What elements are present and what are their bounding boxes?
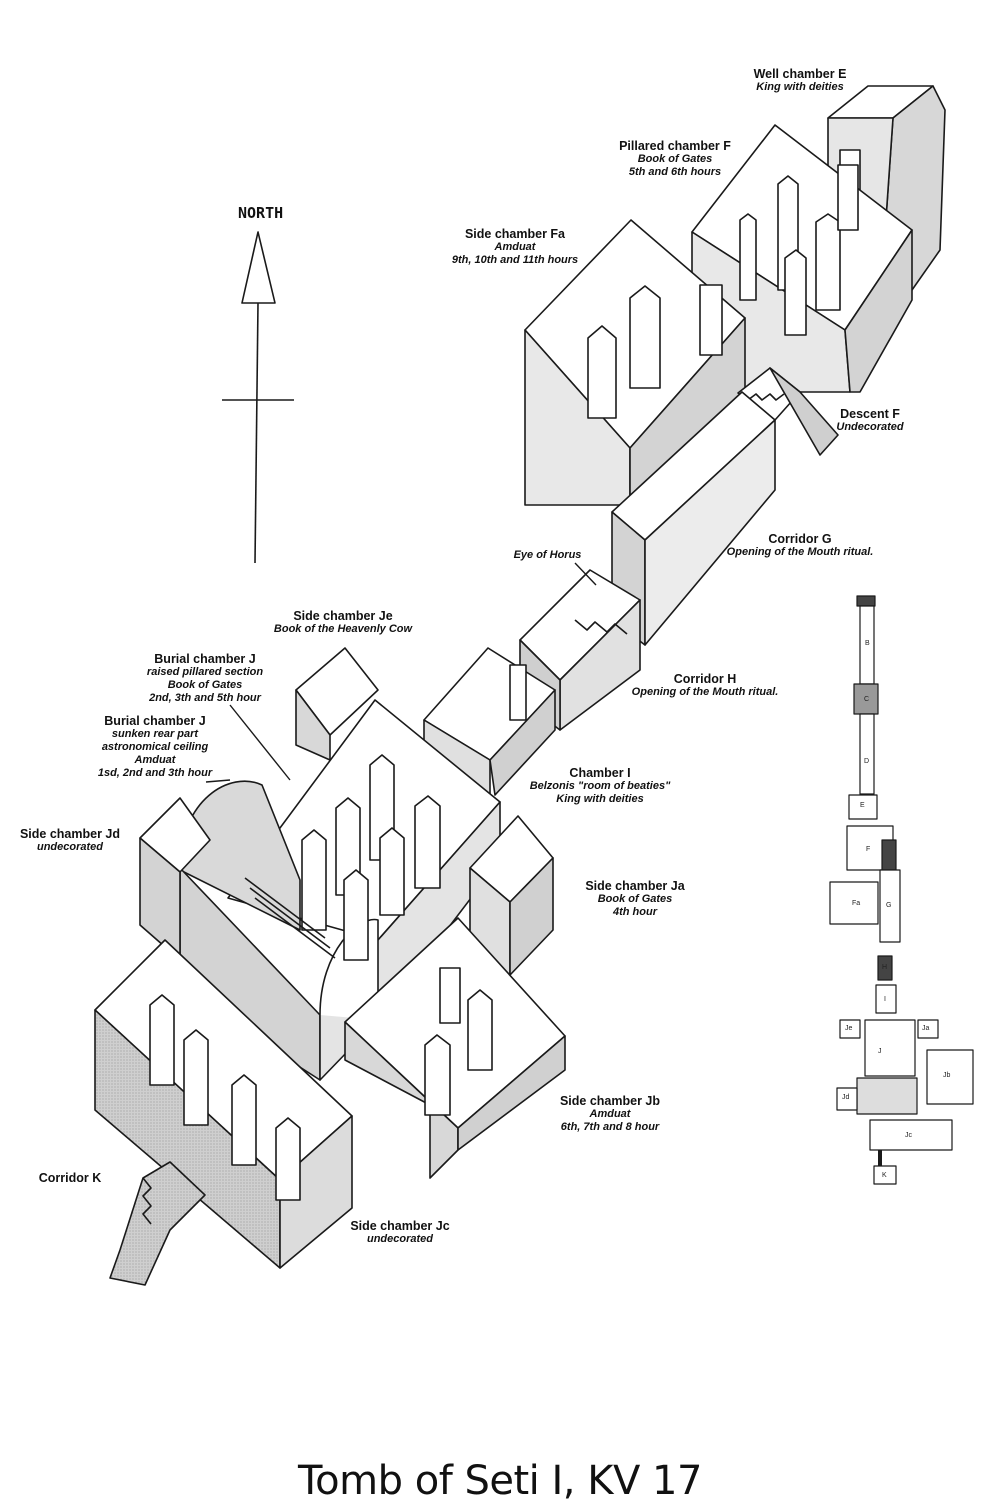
label-line: 5th and 6th hours <box>628 166 722 178</box>
plan-label-ja: Ja <box>922 1025 930 1032</box>
label-line: Book of the Heavenly Cow <box>273 623 413 635</box>
side-chamber-fa-block <box>524 219 746 506</box>
label-line: Amduat <box>494 241 536 253</box>
corridor-k-block <box>109 1161 206 1286</box>
plan-label-je: Je <box>845 1025 853 1032</box>
label-line: undecorated <box>36 841 103 853</box>
label-title: Burial chamber J <box>104 714 206 728</box>
burial-chamber-j-block <box>179 699 501 1081</box>
plan-label-k: K <box>882 1172 887 1179</box>
label-line: 4th hour <box>613 906 657 918</box>
label-line: sunken rear part <box>111 728 199 740</box>
label-title: Side chamber Jc <box>350 1219 450 1233</box>
label-line: raised pillared section <box>146 666 264 678</box>
label-title: Side chamber Ja <box>585 879 685 893</box>
label-title: Side chamber Je <box>293 609 393 623</box>
label-line: 2nd, 3th and 5th hour <box>149 692 261 704</box>
label-line: 9th, 10th and 11th hours <box>451 254 579 266</box>
label-line: 1sd, 2nd and 3th hour <box>97 767 213 779</box>
label-corridor-k: Corridor K <box>25 1172 115 1185</box>
label-title: Chamber I <box>569 766 631 780</box>
label-line: King with deities <box>756 81 844 93</box>
plan-label-e: E <box>860 802 865 809</box>
label-title: Corridor G <box>768 532 832 546</box>
label-eye-of-horus: Eye of Horus <box>500 549 595 562</box>
plan-label-h: H <box>882 964 888 971</box>
label-line: Book of Gates <box>597 893 673 905</box>
label-line: Eye of Horus <box>513 549 582 561</box>
descent-f-block <box>737 367 839 456</box>
side-chamber-jd-block <box>139 797 211 961</box>
label-line: Undecorated <box>836 421 904 433</box>
side-chamber-jc-block <box>94 939 353 1269</box>
label-line: 6th, 7th and 8 hour <box>560 1121 660 1133</box>
plan-label-c: C <box>864 696 870 703</box>
label-line: Opening of the Mouth ritual. <box>631 686 779 698</box>
label-line: King with deities <box>556 793 644 805</box>
north-arrow <box>222 231 294 564</box>
plan-label-fa: Fa <box>852 900 861 907</box>
plan-label-f: F <box>866 846 871 853</box>
plan-label-d: D <box>864 758 870 765</box>
plan-label-g: G <box>886 902 892 909</box>
plan-label-jc: Jc <box>905 1132 912 1139</box>
label-line: undecorated <box>366 1233 433 1245</box>
floor-plan <box>829 595 974 1185</box>
label-title: Corridor K <box>38 1171 102 1185</box>
north-label: NORTH <box>238 204 284 222</box>
plan-label-j: J <box>878 1048 882 1055</box>
label-title: Descent F <box>840 407 900 421</box>
label-line: Amduat <box>134 754 176 766</box>
label-title: Side chamber Fa <box>464 227 566 241</box>
diagram-caption: Tomb of Seti I, KV 17 <box>298 1458 702 1504</box>
label-title: Side chamber Jd <box>19 827 121 841</box>
plan-label-jd: Jd <box>842 1094 850 1101</box>
label-title: Burial chamber J <box>154 652 256 666</box>
label-line: astronomical ceiling <box>101 741 209 753</box>
side-chamber-jb-block <box>344 917 566 1179</box>
label-title: Well chamber E <box>753 67 847 81</box>
label-line: Amduat <box>589 1108 631 1120</box>
plan-label-jb: Jb <box>943 1072 951 1079</box>
label-title: Pillared chamber F <box>619 139 731 153</box>
label-line: Opening of the Mouth ritual. <box>726 546 874 558</box>
leader-lines <box>205 562 597 783</box>
label-line: Belzonis "room of beaties" <box>529 780 671 792</box>
plan-label-b: B <box>865 640 870 647</box>
plan-label-i: I <box>884 996 886 1003</box>
label-line: Book of Gates <box>167 679 243 691</box>
label-line: Book of Gates <box>637 153 713 165</box>
label-title: Corridor H <box>673 672 737 686</box>
label-title: Side chamber Jb <box>559 1094 661 1108</box>
